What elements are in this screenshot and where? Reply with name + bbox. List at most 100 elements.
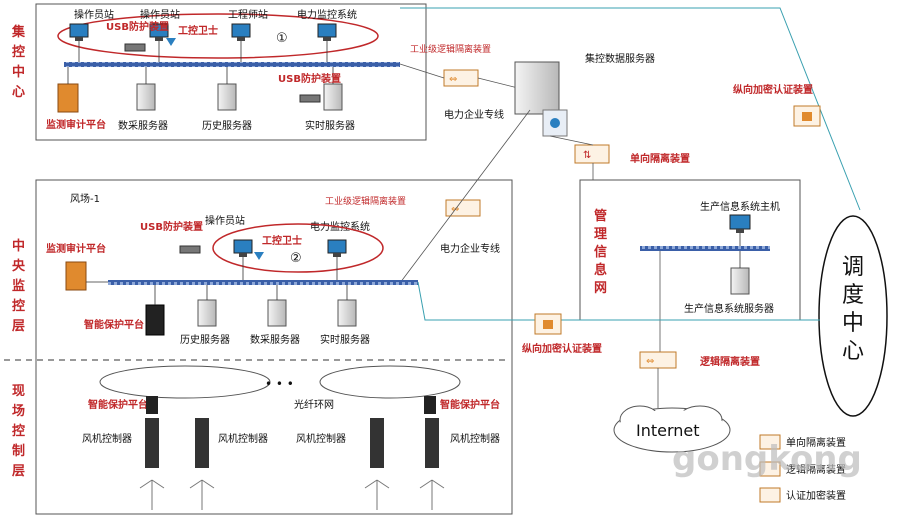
legend-oneway-icon xyxy=(759,434,781,450)
farm-label: 风场-1 xyxy=(70,192,100,205)
teal-link-mid xyxy=(417,281,820,321)
top-marker: ① xyxy=(276,31,288,46)
vert-enc-top-label: 纵向加密认证装置 xyxy=(733,83,813,96)
oneway-label: 单向隔离装置 xyxy=(630,152,690,165)
logic-isolation-device-icon: ⇔ xyxy=(443,69,479,87)
field-title: 现场控制层 xyxy=(12,384,25,479)
lock-icon xyxy=(793,105,821,127)
monitor-icon xyxy=(317,23,337,41)
monitor-icon xyxy=(69,23,89,41)
vert-enc-mid-label: 纵向加密认证装置 xyxy=(522,342,602,355)
server-icon xyxy=(730,267,750,295)
data-server-icon xyxy=(514,61,568,137)
controller-icon xyxy=(370,418,384,468)
mid-title: 中央监控层 xyxy=(12,238,26,334)
collect-server-label: 集控数据服务器 xyxy=(585,52,655,65)
protect-platform-icon xyxy=(145,304,165,336)
dispatch-center xyxy=(818,215,888,417)
wind-turbine-icon xyxy=(139,479,165,510)
controller-icon xyxy=(145,418,159,468)
monitor-icon xyxy=(233,239,253,257)
svg-text:⇔: ⇔ xyxy=(646,356,654,367)
mid-network-bus xyxy=(108,280,418,285)
top-station-label-4: 电力监控系统 xyxy=(297,8,357,21)
monitor-icon xyxy=(149,23,169,41)
legend-item-3: 认证加密装置 xyxy=(786,489,846,502)
internet-label: Internet xyxy=(636,421,700,440)
mid-audit-label: 监测审计平台 xyxy=(46,242,106,255)
ring-label: 光纤环网 xyxy=(294,398,334,411)
logic-iso-label: 逻辑隔离装置 xyxy=(700,355,760,368)
fiber-ring-left xyxy=(99,365,271,399)
mid-server-label-2: 数采服务器 xyxy=(250,333,300,346)
top-guard-label: 工控卫士 xyxy=(178,24,218,37)
shield-icon xyxy=(166,38,176,46)
mid-server-label-1: 历史服务器 xyxy=(180,333,230,346)
mid-guard-label: 工控卫士 xyxy=(262,234,302,247)
mid-usb-label: USB防护装置 xyxy=(140,220,203,233)
top-station-label-1: 操作员站 xyxy=(74,8,114,21)
wind-turbine-icon xyxy=(189,479,215,510)
top-station-label-3: 工程师站 xyxy=(228,8,268,21)
server-icon xyxy=(323,83,343,111)
mid-station-ellipse xyxy=(212,223,384,273)
logic-isolation-device-icon: ⇔ xyxy=(445,199,481,217)
usb-device-icon xyxy=(179,245,201,254)
top-usb-label-b: USB防护装置 xyxy=(278,72,341,85)
controller-label-3: 风机控制器 xyxy=(296,432,346,445)
fiber-ring-right xyxy=(319,365,461,399)
usb-device-icon xyxy=(299,94,321,103)
controller-label-1: 风机控制器 xyxy=(82,432,132,445)
power-net-mid-label: 电力企业专线 xyxy=(440,242,500,255)
monitor-icon xyxy=(327,239,347,257)
mgmt-network-bus xyxy=(640,246,770,251)
monitor-icon xyxy=(231,23,251,41)
wind-turbine-icon xyxy=(419,479,445,510)
field-protect-label-a: 智能保护平台 xyxy=(88,398,148,411)
server-icon xyxy=(267,299,287,327)
logic-isolation-device-icon: ⇔ xyxy=(639,351,677,369)
usb-device-icon xyxy=(124,43,146,52)
server-icon xyxy=(197,299,217,327)
controller-label-2: 风机控制器 xyxy=(218,432,268,445)
industrial-iso-top-label: 工业级逻辑隔离装置 xyxy=(410,43,491,55)
legend-logic-icon xyxy=(759,461,781,477)
top-station-ellipse xyxy=(57,13,379,59)
top-network-bus xyxy=(64,62,400,67)
controller-label-4: 风机控制器 xyxy=(450,432,500,445)
shield-icon xyxy=(254,252,264,260)
controller-icon xyxy=(425,418,439,468)
mgmt-title: 管理信息网 xyxy=(594,208,607,296)
mid-marker: ② xyxy=(290,251,302,266)
oneway-isolation-icon: ⇅ xyxy=(574,144,610,164)
mgmt-server-label: 生产信息系统服务器 xyxy=(684,302,774,315)
svg-text:⇔: ⇔ xyxy=(449,74,457,85)
lock-icon xyxy=(534,313,562,335)
monitor-icon xyxy=(729,214,751,233)
teal-link-top xyxy=(400,7,861,211)
power-net-top-label: 电力企业专线 xyxy=(444,108,504,121)
svg-text:⇅: ⇅ xyxy=(583,150,591,161)
protect-platform-icon xyxy=(424,396,436,414)
internet-cloud xyxy=(613,405,731,453)
farm-frame xyxy=(35,179,513,515)
field-dots: • • • xyxy=(265,377,294,391)
mid-server-label-3: 实时服务器 xyxy=(320,333,370,346)
mgmt-host-label: 生产信息系统主机 xyxy=(700,200,780,213)
protect-platform-icon xyxy=(146,396,158,414)
control-center-title: 集控中心 xyxy=(11,24,26,100)
field-protect-label-b: 智能保护平台 xyxy=(440,398,500,411)
audit-platform-icon xyxy=(65,261,87,291)
legend-item-2: 逻辑隔离装置 xyxy=(786,463,846,476)
top-usb-label-a: USB防护装置 xyxy=(106,20,169,33)
top-station-label-2: 操作员站 xyxy=(140,8,180,21)
top-server-label-3: 实时服务器 xyxy=(305,119,355,132)
server-icon xyxy=(217,83,237,111)
server-icon xyxy=(136,83,156,111)
mid-protect-label: 智能保护平台 xyxy=(84,318,144,331)
legend-item-1: 单向隔离装置 xyxy=(786,436,846,449)
watermark: gongkong xyxy=(672,439,862,479)
legend-lock-icon xyxy=(759,487,781,503)
dispatch-label: 调度中心 xyxy=(842,255,864,364)
